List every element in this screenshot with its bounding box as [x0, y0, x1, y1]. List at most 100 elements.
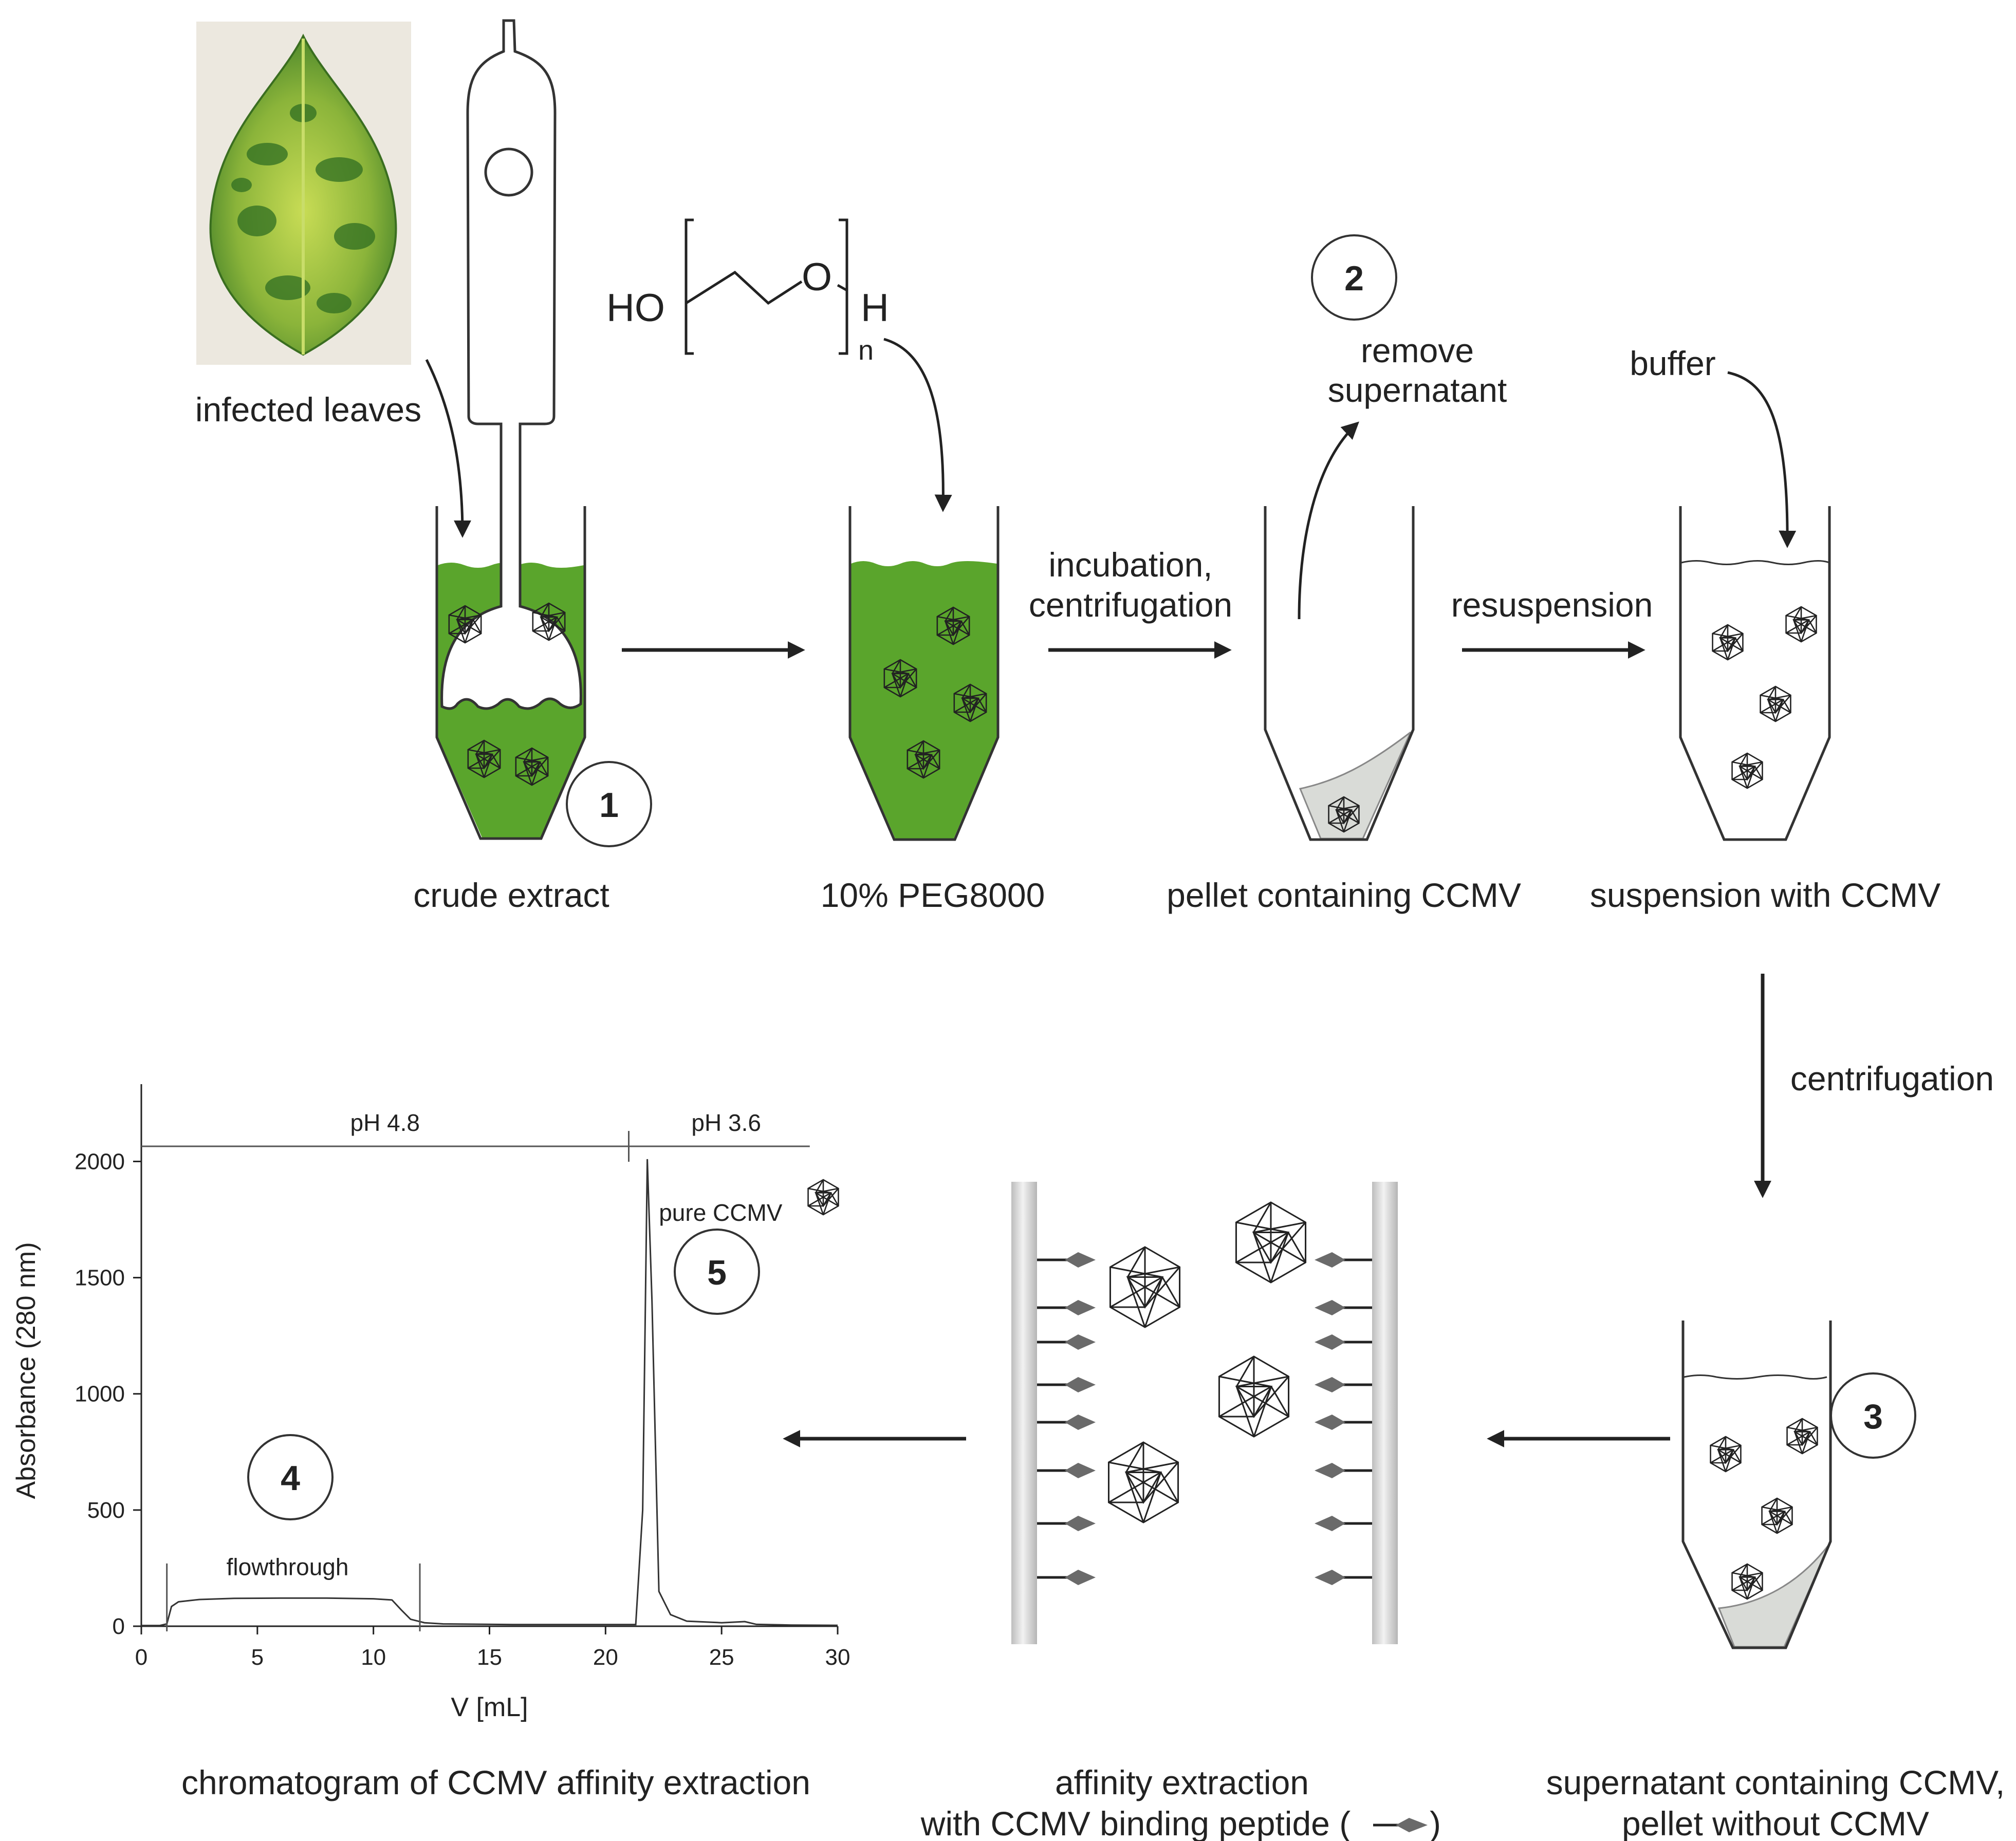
flowthrough-label: flowthrough: [227, 1554, 349, 1580]
peptide-left: [1037, 1463, 1096, 1478]
peptide-left: [1037, 1377, 1096, 1392]
peptide-left: [1037, 1570, 1096, 1585]
chart-annotations: pH 4.8 pH 3.6 flowthrough pure CCMV: [141, 1109, 810, 1631]
incubation-label-line1: incubation,: [1048, 546, 1212, 584]
pure-ccmv-label: pure CCMV: [659, 1199, 783, 1226]
ccmv-capsid-icon: [1107, 1441, 1179, 1523]
infected-leaf-photo: [196, 22, 411, 365]
peptide-right: [1315, 1377, 1372, 1392]
peptide-right: [1315, 1570, 1372, 1585]
ccmv-capsid-icon: [953, 683, 987, 722]
ph-label-1: pH 4.8: [350, 1109, 420, 1136]
ccmv-capsid-icon: [532, 602, 566, 641]
chart-axes: [140, 1084, 838, 1627]
step-badge-4: 4: [247, 1434, 334, 1520]
remove-supernatant-arrow: [1298, 421, 1359, 620]
homogenizer-pestle: [440, 19, 582, 710]
chart-x-axis-label: V [mL]: [451, 1693, 528, 1722]
peg-structure: HO O H n: [606, 218, 889, 366]
supernatant-tube: [1681, 1321, 1832, 1649]
x-tick-label: 20: [593, 1645, 618, 1670]
step-badge-1: 1: [566, 761, 652, 847]
incubation-label-line2: centrifugation: [1029, 586, 1232, 624]
affinity-label-line2: with CCMV binding peptide (: [920, 1805, 1351, 1841]
crude-extract-label: crude extract: [413, 876, 609, 914]
pellet-label: pellet containing CCMV: [1167, 876, 1521, 914]
centrifugation-label: centrifugation: [1790, 1059, 1994, 1098]
ccmv-capsid-icon: [1731, 1563, 1763, 1600]
ccmv-capsid-icon: [1761, 1497, 1793, 1534]
step-number: 5: [707, 1253, 727, 1292]
ccmv-capsid-icon: [936, 606, 970, 645]
infected-leaves-label: infected leaves: [195, 390, 421, 429]
y-tick-label: 1000: [75, 1382, 125, 1407]
x-tick-label: 10: [361, 1645, 386, 1670]
ccmv-capsid-icon: [448, 605, 482, 644]
peptide-right: [1315, 1415, 1372, 1430]
buffer-label: buffer: [1630, 344, 1716, 382]
ccmv-capsid-icon: [1235, 1201, 1307, 1284]
step-number: 3: [1863, 1397, 1883, 1436]
y-tick-label: 0: [113, 1614, 125, 1639]
peptide-right: [1315, 1334, 1372, 1350]
peptide-legend-icon: [1373, 1818, 1428, 1832]
absorbance-trace: [141, 1159, 838, 1627]
ccmv-capsid-icon: [1760, 685, 1791, 722]
ccmv-capsid-icon: [515, 747, 549, 786]
x-tick-label: 30: [825, 1645, 850, 1670]
binding-peptides: [1037, 1252, 1372, 1585]
chromatogram-caption: chromatogram of CCMV affinity extraction: [181, 1763, 810, 1801]
x-tick-label: 25: [709, 1645, 734, 1670]
x-tick-label: 15: [477, 1645, 502, 1670]
y-tick-label: 500: [87, 1498, 125, 1523]
supernatant-label-line2: pellet without CCMV: [1622, 1805, 1929, 1841]
peptide-right: [1315, 1516, 1372, 1531]
suspension-label: suspension with CCMV: [1590, 876, 1940, 914]
peptide-left: [1037, 1334, 1096, 1350]
ccmv-capsid-icon: [1328, 796, 1360, 833]
chart-y-axis-label: Absorbance (280 nm): [11, 1242, 41, 1499]
peptide-right: [1315, 1252, 1372, 1268]
ccmv-capsid-icon: [1710, 1436, 1742, 1473]
ccmv-capsid-icon: [1786, 1418, 1818, 1455]
x-tick-label: 0: [135, 1645, 147, 1670]
peg-ho: HO: [606, 286, 665, 330]
suspension-tube: [1679, 506, 1831, 841]
affinity-label-close: ): [1430, 1805, 1441, 1841]
resuspension-label: resuspension: [1451, 586, 1653, 624]
affinity-column: [1011, 1182, 1398, 1644]
peptide-right: [1315, 1463, 1372, 1478]
y-tick-label: 1500: [75, 1266, 125, 1291]
ccmv-capsid-icon: [807, 1179, 839, 1216]
chromatogram-chart: 0 5 10 15 20 25 30 0 500 1000 1500 2000 pH 4.8 pH 3.…: [11, 1084, 850, 1722]
ccmv-capsid-icon: [1731, 752, 1763, 789]
y-tick-label: 2000: [75, 1149, 125, 1174]
ccmv-capsid-icon: [1109, 1246, 1181, 1328]
peptide-right: [1315, 1300, 1372, 1315]
peg-tube: [848, 506, 1000, 841]
ccmv-capsid-icon: [883, 659, 917, 698]
ccmv-capsid-icon: [467, 739, 501, 778]
peg-solution-label: 10% PEG8000: [821, 876, 1045, 914]
ccmv-capsids: [448, 602, 1818, 1600]
peg-o: O: [802, 255, 832, 299]
chart-ticks: 0 5 10 15 20 25 30 0 500 1000 1500 2000: [75, 1149, 850, 1670]
ccmv-capsid-icon: [1712, 624, 1744, 661]
step-badge-2: 2: [1311, 234, 1397, 321]
step-badge-3: 3: [1830, 1372, 1916, 1459]
ph-label-2: pH 3.6: [691, 1109, 761, 1136]
peg-to-tube-arrow: [883, 338, 952, 512]
peptide-left: [1037, 1415, 1096, 1430]
affinity-label-line1: affinity extraction: [1055, 1763, 1309, 1801]
peg-n: n: [858, 335, 874, 366]
leaves-to-extract-arrow: [425, 359, 471, 538]
step-number: 2: [1344, 259, 1364, 298]
peptide-left: [1037, 1252, 1096, 1268]
peptide-left: [1037, 1516, 1096, 1531]
remove-label-line1: remove: [1361, 331, 1474, 369]
pellet-tube: [1264, 506, 1415, 841]
step-badge-5: 5: [674, 1229, 760, 1315]
remove-label-line2: supernatant: [1328, 371, 1507, 409]
x-tick-label: 5: [251, 1645, 264, 1670]
